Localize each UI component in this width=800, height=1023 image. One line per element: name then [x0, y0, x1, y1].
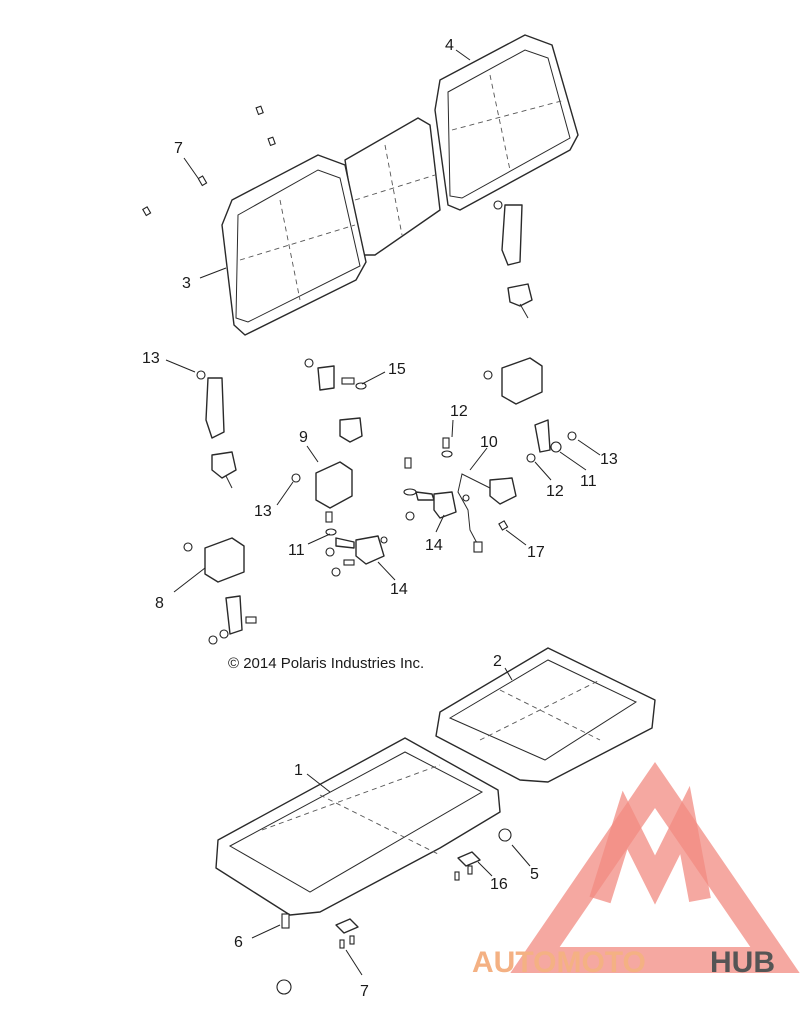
nut-icon [493, 200, 503, 210]
bolt-icon [267, 136, 276, 147]
callout-17: 17 [527, 544, 545, 561]
callout-9: 9 [299, 429, 308, 446]
washer-icon [441, 450, 453, 458]
center-buckle-group [304, 358, 367, 443]
callout-10: 10 [480, 434, 498, 451]
nut-icon [331, 567, 341, 577]
washer-icon [550, 441, 562, 453]
callout-13-right: 13 [600, 451, 618, 468]
washer-icon [325, 528, 337, 536]
callout-12-right: 12 [546, 483, 564, 500]
backrest-left [221, 154, 367, 336]
nut-icon [304, 358, 314, 368]
bolt-icon [498, 520, 509, 531]
seatbelt-anchor-upper-right [493, 200, 533, 319]
nut-icon [291, 473, 301, 483]
bolt-icon [404, 457, 412, 469]
buckle-14-left [325, 511, 388, 577]
nut-icon [498, 828, 512, 842]
retractor-8 [183, 537, 245, 583]
buckle-14-right [403, 457, 457, 521]
callout-1: 1 [294, 762, 303, 779]
callout-2: 2 [493, 653, 502, 670]
bracket-bottom-left [208, 595, 257, 645]
callout-6: 6 [234, 934, 243, 951]
nut-icon [208, 635, 218, 645]
seat-cushion-front [215, 737, 501, 916]
callout-8: 8 [155, 595, 164, 612]
callout-14-right: 14 [425, 537, 443, 554]
callout-4: 4 [445, 37, 454, 54]
bolt-icon [442, 437, 450, 449]
watermark-triangle-icon [510, 762, 800, 973]
nut-icon [380, 536, 388, 544]
nut-icon [483, 370, 493, 380]
callout-13-left: 13 [142, 350, 160, 367]
watermark-logo [510, 762, 800, 973]
screw-group-top [142, 105, 276, 217]
callout-13-center: 13 [254, 503, 272, 520]
callout-7-bottom: 7 [360, 983, 369, 1000]
bolt-icon [245, 616, 257, 624]
washer-icon [403, 488, 417, 496]
retractor-upper-right [483, 357, 543, 405]
nut-icon [462, 494, 470, 502]
bolt-icon [255, 105, 264, 116]
bolt-icon [142, 206, 152, 217]
nut-icon [325, 547, 335, 557]
nut-icon [183, 542, 193, 552]
callout-11-right: 11 [580, 473, 597, 490]
left-retractor-bracket [196, 370, 237, 489]
bolt-icon [341, 377, 355, 385]
bolt-12-top [441, 437, 453, 458]
callout-12-top: 12 [450, 403, 468, 420]
bolt-icon [281, 913, 290, 929]
watermark-brand: AUTOMOTO HUB [472, 946, 775, 979]
callout-15: 15 [388, 361, 406, 378]
copyright-notice: © 2014 Polaris Industries Inc. [228, 655, 424, 672]
callout-11-center: 11 [288, 542, 305, 559]
bolt-icon [454, 871, 460, 881]
nut-icon [405, 511, 415, 521]
retractor-9 [291, 461, 353, 509]
callout-5: 5 [530, 866, 539, 883]
washer-icon [355, 382, 367, 390]
screw-17 [498, 520, 509, 531]
callout-16: 16 [490, 876, 508, 893]
nut-icon [276, 979, 292, 995]
leader-lines [165, 49, 601, 976]
backrest-right [434, 34, 579, 211]
callout-7-top: 7 [174, 140, 183, 157]
buckle-10-wire [457, 473, 517, 553]
washer-icon [219, 629, 229, 639]
bolt-icon [343, 559, 355, 566]
nut-icon [567, 431, 577, 441]
bolt-icon [325, 511, 333, 523]
callout-3: 3 [182, 275, 191, 292]
bolt-icon [349, 935, 355, 945]
bolt-icon [467, 865, 473, 875]
watermark-text-automoto: AUTOMOTO [472, 946, 646, 979]
nut-icon [526, 453, 536, 463]
bolt-icon [339, 939, 345, 949]
right-bracket-12 [526, 419, 577, 463]
connector-icon [473, 541, 483, 553]
nut-icon [196, 370, 206, 380]
bolt-icon [197, 175, 208, 187]
callout-labels: 4 7 3 13 15 12 9 10 13 12 11 13 11 14 17… [142, 37, 618, 1000]
watermark-m-icon [589, 785, 711, 905]
seat-cushion-rear [435, 647, 656, 783]
watermark-text-hub: HUB [710, 946, 775, 979]
callout-14-left: 14 [390, 581, 408, 598]
seat-hardware-lower [276, 828, 512, 995]
